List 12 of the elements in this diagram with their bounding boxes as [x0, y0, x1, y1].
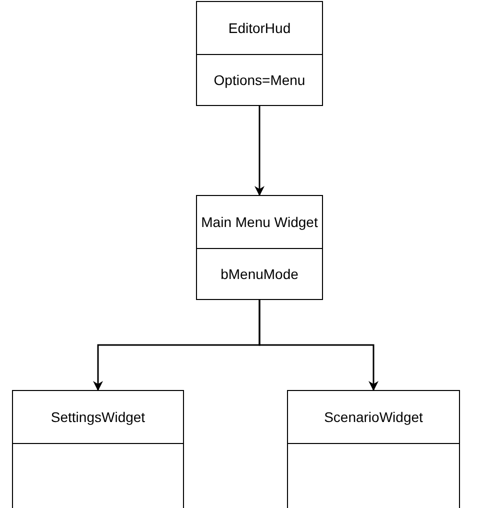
class-name: ScenarioWidget — [324, 409, 423, 425]
class-name: EditorHud — [228, 20, 291, 36]
class-name: SettingsWidget — [50, 409, 146, 425]
class-field: bMenuMode — [220, 266, 298, 282]
class-box — [196, 1, 323, 106]
class-field: Options=Menu — [214, 72, 306, 88]
arrow — [258, 300, 378, 391]
arrow — [254, 106, 264, 196]
class-name: Main Menu Widget — [201, 214, 318, 230]
class-box — [196, 195, 323, 300]
class-box — [287, 390, 460, 508]
class-box — [12, 390, 184, 508]
